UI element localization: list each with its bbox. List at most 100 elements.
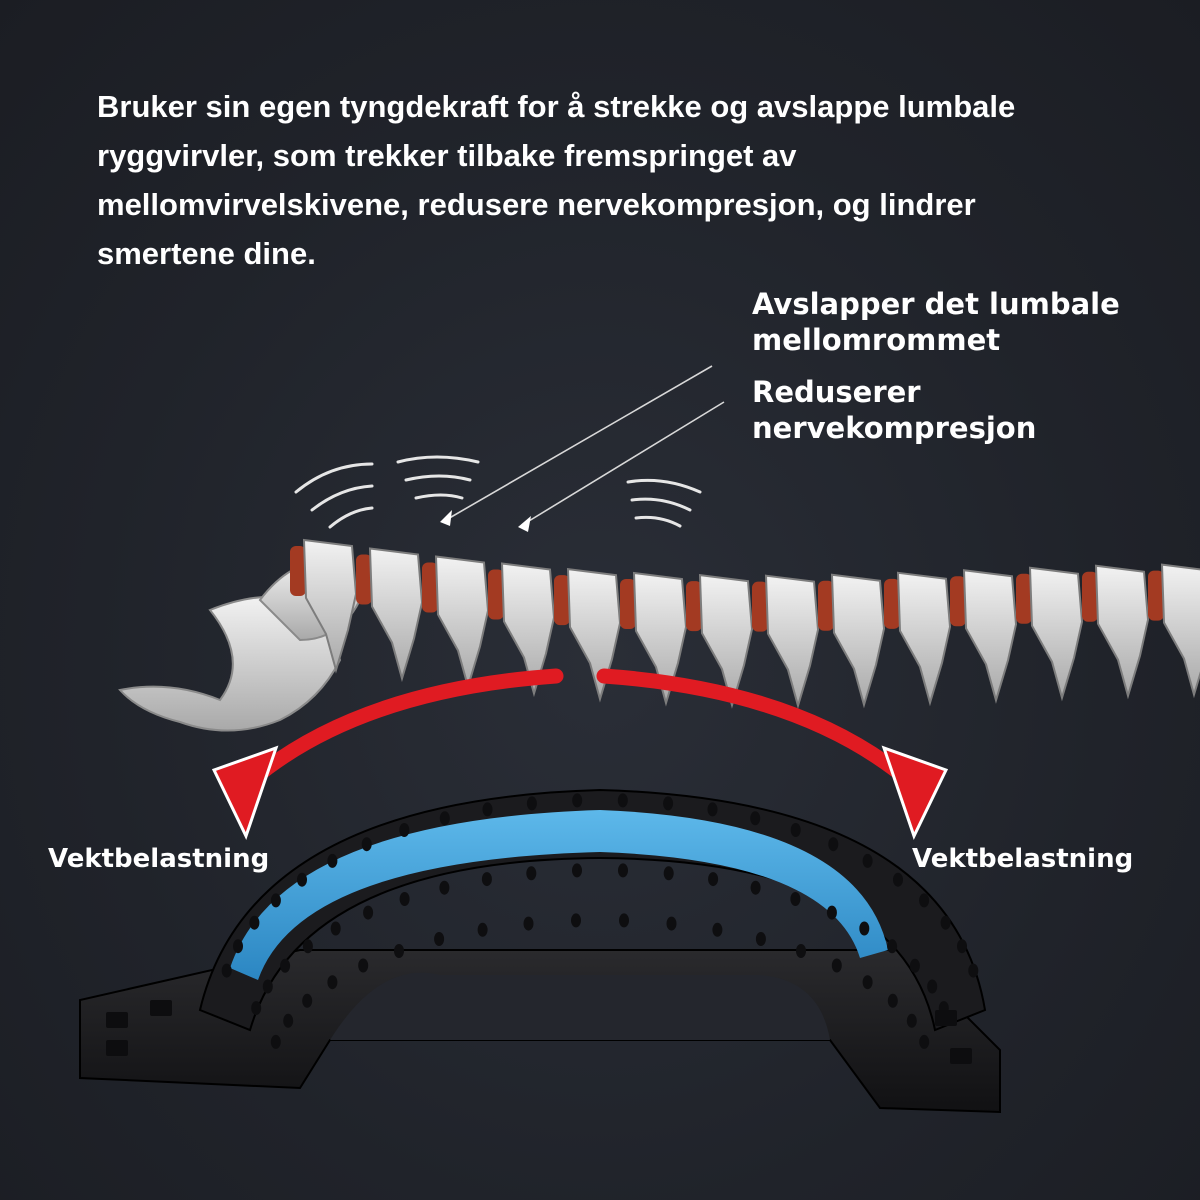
massage-nub (828, 837, 839, 852)
massage-nub (523, 916, 534, 931)
vertebra (896, 571, 952, 707)
intervertebral-disc (554, 575, 570, 626)
massage-nub (750, 811, 761, 826)
stretcher-center-gap (330, 972, 830, 1040)
massage-nub (862, 975, 873, 990)
intervertebral-disc (290, 546, 306, 596)
vertebra (302, 538, 358, 674)
massage-nub (233, 939, 243, 954)
weight-load-label-right: Vektbelastning (912, 844, 1134, 874)
intervertebral-disc (488, 569, 504, 620)
massage-nub (618, 863, 628, 878)
right-arrow (596, 668, 916, 788)
weight-arrows (211, 668, 949, 840)
massage-nub (663, 796, 674, 811)
massage-nub (482, 802, 493, 817)
spine-illustration (118, 538, 1200, 732)
massage-nub (526, 866, 537, 881)
massage-nub (893, 872, 903, 887)
massage-nub (302, 939, 313, 954)
massage-nub (755, 932, 766, 946)
vertebra (1094, 564, 1150, 700)
massage-nub (571, 913, 581, 928)
massage-nub (887, 993, 898, 1008)
massage-nub (707, 802, 718, 817)
massage-nub (270, 1034, 281, 1049)
headline-text: Bruker sin egen tyngdekraft for å strekk… (97, 89, 1016, 271)
adjustment-notches (106, 1000, 972, 1064)
massage-nub (283, 1013, 294, 1028)
massage-nub (361, 837, 372, 852)
intervertebral-disc (422, 562, 438, 613)
massage-nub (666, 916, 677, 931)
massage-nub (399, 892, 410, 906)
massage-nub (280, 958, 291, 973)
massage-nub (481, 872, 492, 887)
intervertebral-disc (884, 578, 900, 629)
massage-nub (619, 913, 629, 928)
massage-nub (270, 893, 281, 908)
massage-nub (434, 932, 445, 946)
vertebra (698, 574, 754, 709)
vertebra (962, 569, 1018, 704)
left-arrow (244, 668, 564, 788)
massage-nub (572, 863, 582, 878)
massage-nub (526, 796, 537, 811)
callout-pointer-lines (445, 365, 725, 525)
massage-nub (826, 905, 837, 920)
vertebra (830, 573, 886, 709)
massage-nub (617, 793, 628, 808)
massage-nub (957, 939, 967, 954)
weight-load-label-left: Vektbelastning (48, 844, 270, 874)
massage-nub (927, 979, 938, 994)
vertebra (434, 555, 490, 691)
intervertebral-disc (752, 581, 768, 632)
massage-nub (302, 993, 313, 1008)
massage-nub (394, 944, 404, 958)
massage-nub (251, 1001, 262, 1016)
intervertebral-disc (818, 580, 834, 631)
massage-nub (363, 905, 374, 920)
massage-nub (831, 958, 842, 973)
massage-nub (708, 872, 719, 887)
massage-nub (399, 823, 410, 837)
massage-nub (249, 915, 260, 930)
back-stretcher-device (79, 788, 1001, 1114)
massage-nub (790, 892, 801, 906)
massage-nub (862, 853, 873, 868)
pointer-arrowheads (440, 510, 531, 532)
massage-nub (796, 944, 806, 958)
intervertebral-disc (686, 581, 702, 632)
massage-nub (439, 880, 450, 895)
intervertebral-disc (1082, 571, 1098, 622)
massage-nub (663, 866, 674, 881)
stretcher-blue-pad (230, 810, 888, 980)
massage-nub (712, 922, 723, 937)
massage-nub (750, 880, 761, 895)
intervertebral-disc (950, 576, 966, 627)
right-arrowhead (881, 745, 949, 840)
massage-nub (909, 958, 920, 973)
vertebra (1028, 566, 1084, 702)
left-arrowhead (211, 745, 279, 840)
callout-relaxes-lumbar-space: Avslapper det lumbale mellomrommet (752, 287, 1120, 357)
massage-nub (330, 921, 341, 936)
intervertebral-disc (620, 578, 636, 629)
callout-reduces-nerve-compression: Reduserer nervekompresjon (752, 375, 1037, 445)
massage-nub (887, 939, 898, 954)
vertebra (764, 574, 820, 710)
massage-nub (859, 921, 870, 936)
massage-nub (906, 1013, 917, 1028)
massage-nub (968, 963, 979, 978)
massage-nub (358, 958, 369, 973)
intervertebral-disc (1016, 573, 1032, 624)
massage-nub (327, 853, 338, 868)
massage-nub (940, 915, 951, 930)
massage-nub (477, 922, 488, 937)
massage-nub (919, 893, 930, 908)
massage-nub (790, 823, 801, 837)
vertebra (1160, 563, 1200, 699)
massage-nub (221, 963, 232, 978)
